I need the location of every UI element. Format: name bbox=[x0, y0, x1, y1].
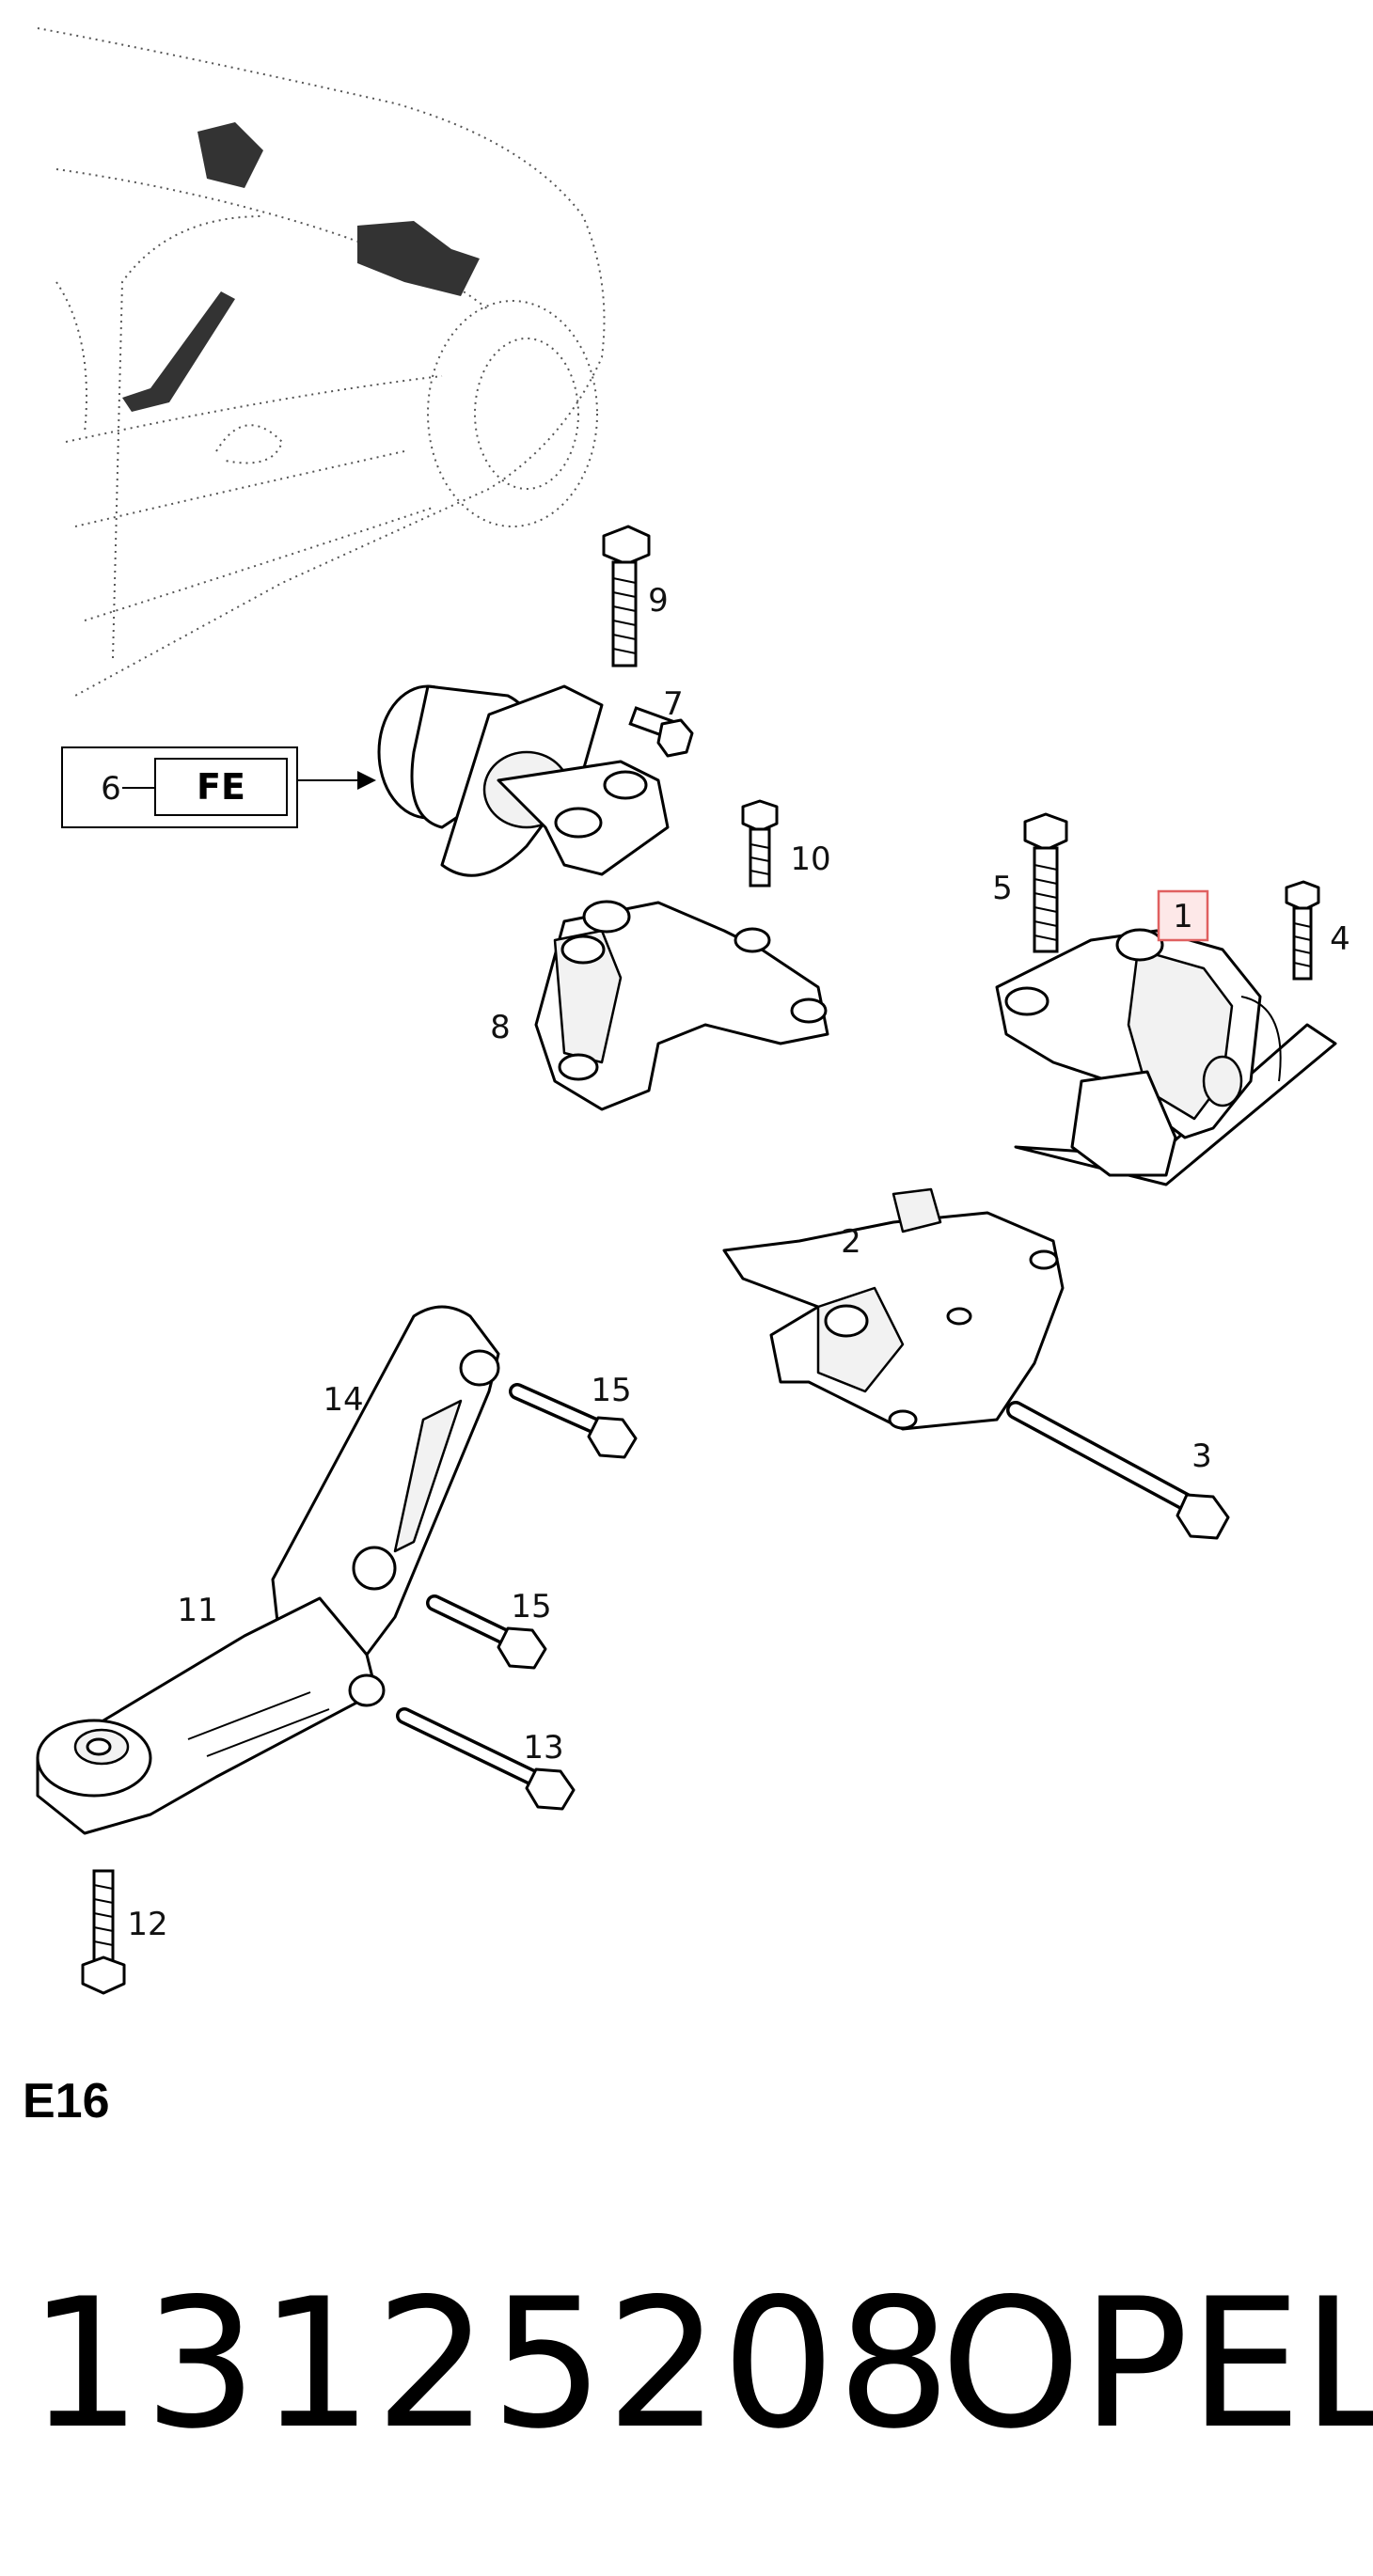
callout-4[interactable]: 4 bbox=[1330, 920, 1350, 958]
bolt-12 bbox=[81, 1869, 126, 1995]
callout-10[interactable]: 10 bbox=[790, 840, 830, 878]
callout-14[interactable]: 14 bbox=[323, 1381, 363, 1419]
bracket-11 bbox=[36, 1596, 386, 1835]
callout-1-highlight bbox=[1157, 889, 1209, 942]
callout-13[interactable]: 13 bbox=[523, 1729, 563, 1767]
torque-rod-14 bbox=[271, 1305, 500, 1666]
variant-box-fe: FE bbox=[61, 746, 376, 828]
callout-9[interactable]: 9 bbox=[648, 582, 669, 620]
callout-15-lower[interactable]: 15 bbox=[511, 1588, 551, 1626]
bolt-15-upper bbox=[509, 1383, 638, 1459]
bolt-10 bbox=[741, 799, 779, 887]
callout-labels: 1 2 3 4 5 6 7 8 9 10 11 12 13 14 15 15 bbox=[101, 582, 1350, 1943]
bracket-8 bbox=[534, 900, 829, 1111]
bolt-15-lower bbox=[426, 1594, 547, 1670]
bracket-2 bbox=[722, 1187, 1065, 1431]
callout-6[interactable]: 6 bbox=[101, 770, 121, 808]
bolt-7 bbox=[628, 706, 694, 758]
transmission-mount-1 bbox=[995, 928, 1337, 1186]
callout-1[interactable]: 1 bbox=[1173, 898, 1193, 935]
callout-8[interactable]: 8 bbox=[490, 1009, 511, 1046]
bolt-13 bbox=[396, 1707, 576, 1811]
brand-name: OPEL bbox=[940, 2260, 1373, 2468]
callout-5[interactable]: 5 bbox=[992, 870, 1013, 907]
engine-mount-6 bbox=[377, 684, 670, 877]
callout-12[interactable]: 12 bbox=[127, 1906, 167, 1943]
variant-label-fe: FE bbox=[197, 766, 245, 808]
group-code: E16 bbox=[23, 2074, 110, 2128]
callout-15-upper[interactable]: 15 bbox=[591, 1372, 631, 1409]
bolt-3 bbox=[1006, 1401, 1230, 1540]
bolt-4 bbox=[1285, 880, 1320, 981]
bolt-9 bbox=[602, 525, 651, 668]
callout-7[interactable]: 7 bbox=[663, 685, 684, 723]
part-number: 13125208 bbox=[28, 2260, 954, 2468]
bolt-5 bbox=[1023, 812, 1068, 953]
car-outline-illustration bbox=[37, 27, 606, 697]
callout-11[interactable]: 11 bbox=[177, 1592, 217, 1629]
callout-2[interactable]: 2 bbox=[841, 1223, 861, 1261]
callout-3[interactable]: 3 bbox=[1192, 1437, 1212, 1475]
